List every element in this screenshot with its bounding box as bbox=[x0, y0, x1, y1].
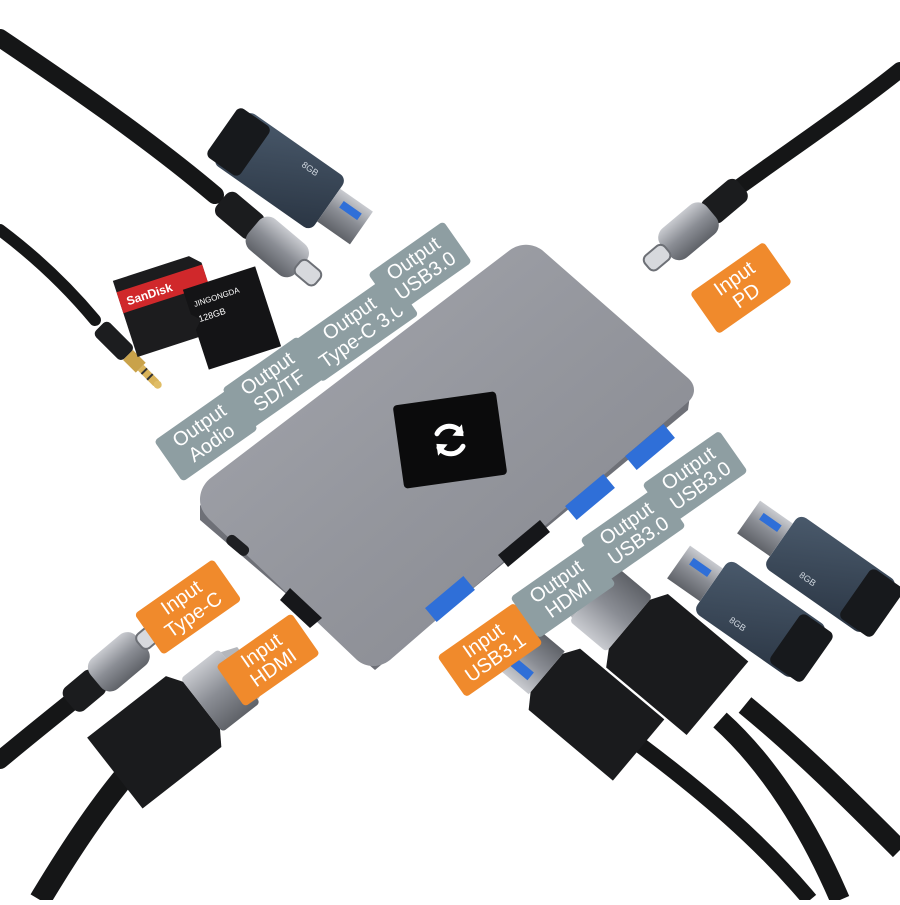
cable-pd bbox=[642, 62, 900, 272]
flash-drive-mid: 8GB bbox=[667, 545, 833, 682]
flash-drive-right: 8GB bbox=[737, 500, 900, 637]
tf-card: JINGONGDA 128GB bbox=[182, 266, 282, 370]
sd-card: SanDisk bbox=[112, 256, 224, 357]
center-logo bbox=[393, 391, 507, 489]
hub-ports bbox=[226, 424, 675, 628]
cable-hdmi-left bbox=[30, 647, 267, 905]
cable-audio bbox=[0, 224, 162, 389]
sync-arrows-icon bbox=[434, 423, 466, 457]
flash-drive-top: 8GB bbox=[207, 108, 373, 245]
usb-hub bbox=[200, 244, 694, 670]
cable-typec-top-left bbox=[0, 29, 323, 287]
